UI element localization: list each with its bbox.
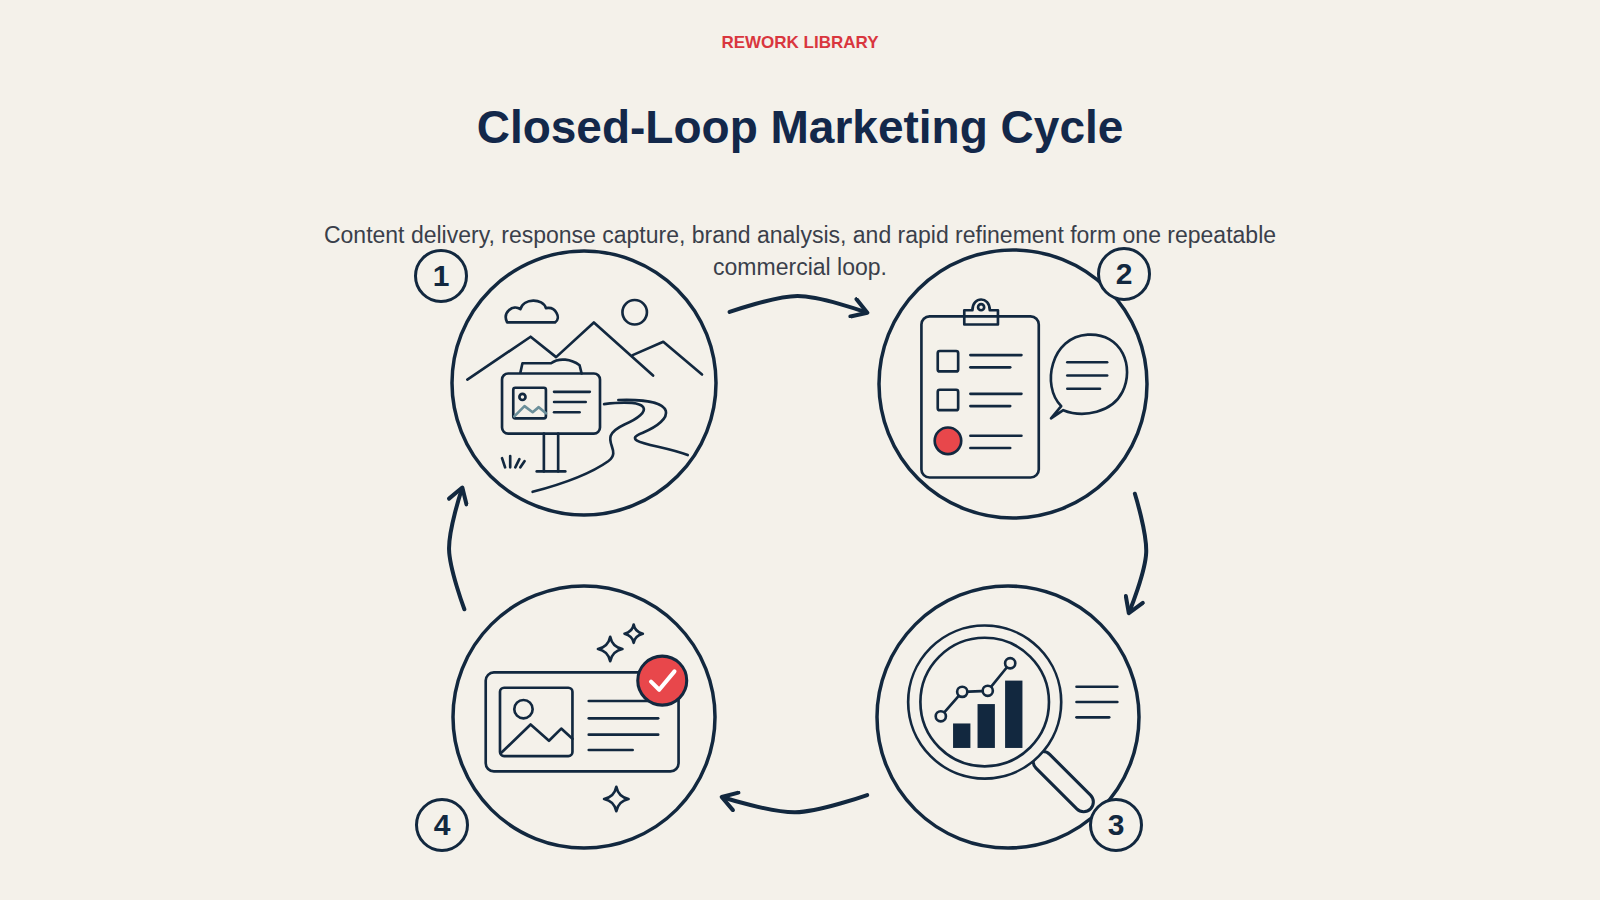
- callout-number: 3: [1089, 798, 1143, 852]
- diagram-title: Closed-Loop Marketing Cycle: [0, 100, 1600, 154]
- stage-circle: 3: [875, 584, 1141, 850]
- cycle-arrow: [1130, 494, 1147, 612]
- stage-circle: 4: [451, 584, 717, 850]
- analysis-magnifier-icon: [908, 626, 1117, 803]
- stage-circle-outline: [450, 249, 718, 517]
- stage-circle: 2: [877, 248, 1149, 520]
- stage-circle-outline: [451, 584, 717, 850]
- circle-outline: [453, 586, 715, 848]
- callout-number: 2: [1097, 247, 1151, 301]
- callout-number: 1: [414, 249, 468, 303]
- stage-circle: 1: [450, 249, 718, 517]
- survey-clipboard-icon: [921, 299, 1127, 477]
- header-label: REWORK LIBRARY: [0, 33, 1600, 53]
- approved-card-icon: [486, 624, 687, 811]
- callout-number: 4: [415, 798, 469, 852]
- cycle-arrow: [723, 795, 867, 812]
- circle-outline: [452, 251, 716, 515]
- billboard-landscape-icon: [467, 300, 702, 492]
- cycle-arrow: [449, 489, 464, 609]
- cycle-arrow: [730, 296, 866, 312]
